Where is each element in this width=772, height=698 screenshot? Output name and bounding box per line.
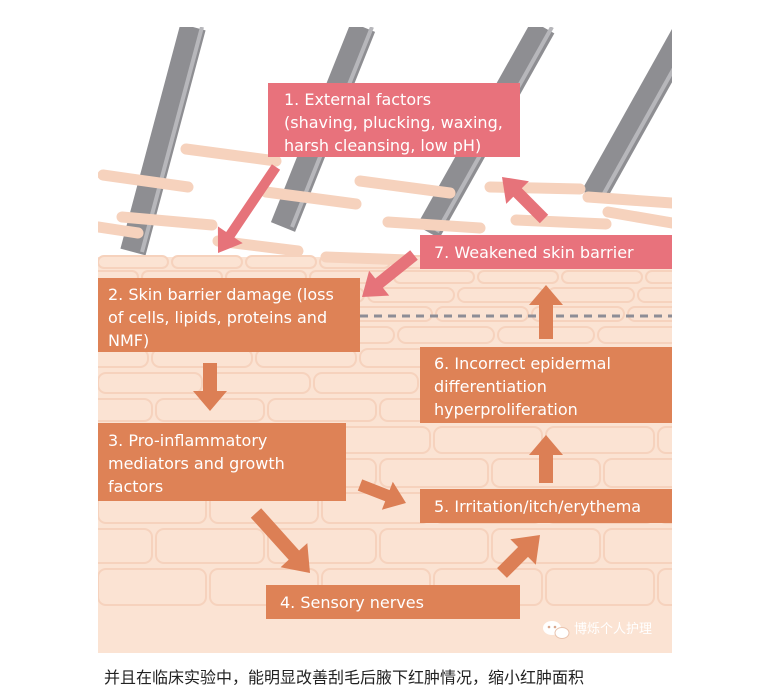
skin-flake (602, 206, 672, 229)
box-weakened-skin-barrier: 7. Weakened skin barrier (420, 235, 672, 269)
skin-cell (98, 568, 207, 606)
flow-arrow (193, 363, 227, 411)
svg-text:1. External factors(shaving, p: 1. External factors(shaving, plucking, w… (284, 90, 503, 155)
skin-cell (98, 270, 139, 284)
skin-cell (267, 398, 377, 422)
skin-cell (267, 528, 377, 564)
svg-text:5. Irritation/itch/erythema: 5. Irritation/itch/erythema (434, 497, 641, 516)
skin-cell (657, 426, 672, 454)
flow-arrow (250, 508, 310, 573)
skin-barrier-diagram: 1. External factors(shaving, plucking, w… (98, 27, 672, 653)
skin-flake (116, 211, 218, 231)
skin-cell (98, 348, 149, 368)
razor-edge (600, 67, 672, 198)
box-sensory-nerves: 4. Sensory nerves (266, 585, 520, 619)
skin-cell (477, 270, 559, 284)
skin-cell (155, 528, 265, 564)
caption-text: 并且在临床实验中，能明显改善刮毛后腋下红肿情况，缩小红肿面积 (104, 668, 585, 687)
skin-flake (354, 175, 456, 199)
skin-cell (379, 528, 489, 564)
skin-flake (98, 221, 144, 239)
skin-cell (98, 398, 153, 422)
razor-stripe (581, 28, 672, 204)
flow-arrow (502, 177, 549, 224)
skin-flake (180, 143, 282, 167)
skin-cell (491, 528, 601, 564)
skin-cell (603, 458, 672, 488)
skin-cell (545, 568, 655, 606)
flow-arrow (529, 285, 563, 339)
skin-cell (319, 255, 391, 269)
skin-cell (98, 528, 153, 564)
skin-cell (98, 255, 169, 269)
svg-text:7. Weakened skin barrier: 7. Weakened skin barrier (434, 243, 634, 262)
skin-cell (657, 568, 672, 606)
skin-cell (98, 372, 203, 394)
skin-cell (603, 528, 672, 564)
skin-cell (561, 270, 643, 284)
skin-flake (510, 214, 612, 230)
skin-flake (484, 181, 586, 195)
skin-flake (382, 216, 486, 234)
skin-cell (379, 458, 489, 488)
skin-cell (435, 306, 529, 322)
skin-cell (637, 287, 672, 303)
flow-arrow (362, 250, 418, 297)
skin-cell (645, 270, 672, 284)
skin-cell (597, 326, 672, 344)
skin-cell (313, 372, 419, 394)
svg-text:4. Sensory nerves: 4. Sensory nerves (280, 593, 424, 612)
skin-cell (627, 306, 672, 322)
wechat-icon (543, 621, 570, 639)
flow-arrow (357, 479, 406, 510)
skin-cell (531, 306, 625, 322)
flow-arrow (217, 164, 281, 253)
skin-cell (397, 326, 495, 344)
watermark-text: 博烁个人护理 (574, 622, 652, 637)
flow-arrows (193, 164, 563, 578)
skin-cell (171, 255, 243, 269)
skin-flake (260, 186, 362, 210)
skin-flake (98, 169, 194, 193)
skin-flakes (98, 143, 672, 266)
flow-arrow (529, 435, 563, 483)
flow-arrow (497, 535, 540, 578)
box-irritation-itch-erythema: 5. Irritation/itch/erythema (420, 489, 672, 523)
box-external-factors: 1. External factors(shaving, plucking, w… (268, 83, 520, 157)
skin-cell (245, 255, 317, 269)
watermark: 博烁个人护理 (543, 621, 652, 639)
skin-flake (582, 191, 672, 209)
